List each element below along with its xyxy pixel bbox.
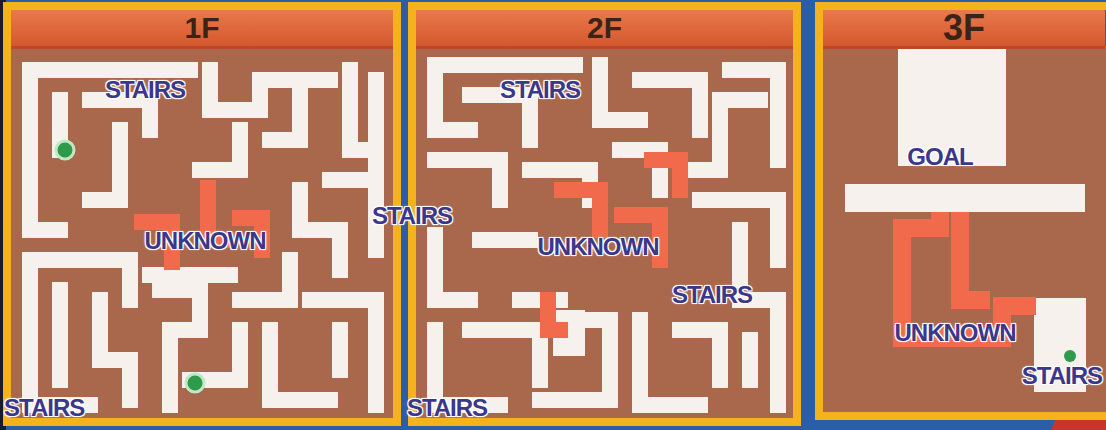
floor-panel: 1F (3, 2, 401, 426)
floor-header: 2F (416, 10, 793, 49)
floor-title: 2F (587, 13, 622, 43)
floor-panel: 3F (815, 2, 1106, 420)
map-label: UNKNOWN (538, 235, 659, 259)
map-label: GOAL (907, 145, 972, 169)
map-label: STAIRS (4, 396, 84, 420)
map-label: STAIRS (372, 204, 452, 228)
floor-title: 1F (184, 13, 219, 43)
map-label: UNKNOWN (895, 321, 1016, 345)
map-label: STAIRS (105, 78, 185, 102)
map-label: STAIRS (500, 78, 580, 102)
floor-header: 3F (823, 10, 1105, 49)
floor-header: 1F (11, 10, 393, 49)
map-label: STAIRS (407, 396, 487, 420)
floor-panel: 2F (408, 2, 801, 426)
floor-title: 3F (943, 10, 985, 46)
map-label: STAIRS (1022, 364, 1102, 388)
map-label: STAIRS (672, 283, 752, 307)
map-label: UNKNOWN (145, 229, 266, 253)
